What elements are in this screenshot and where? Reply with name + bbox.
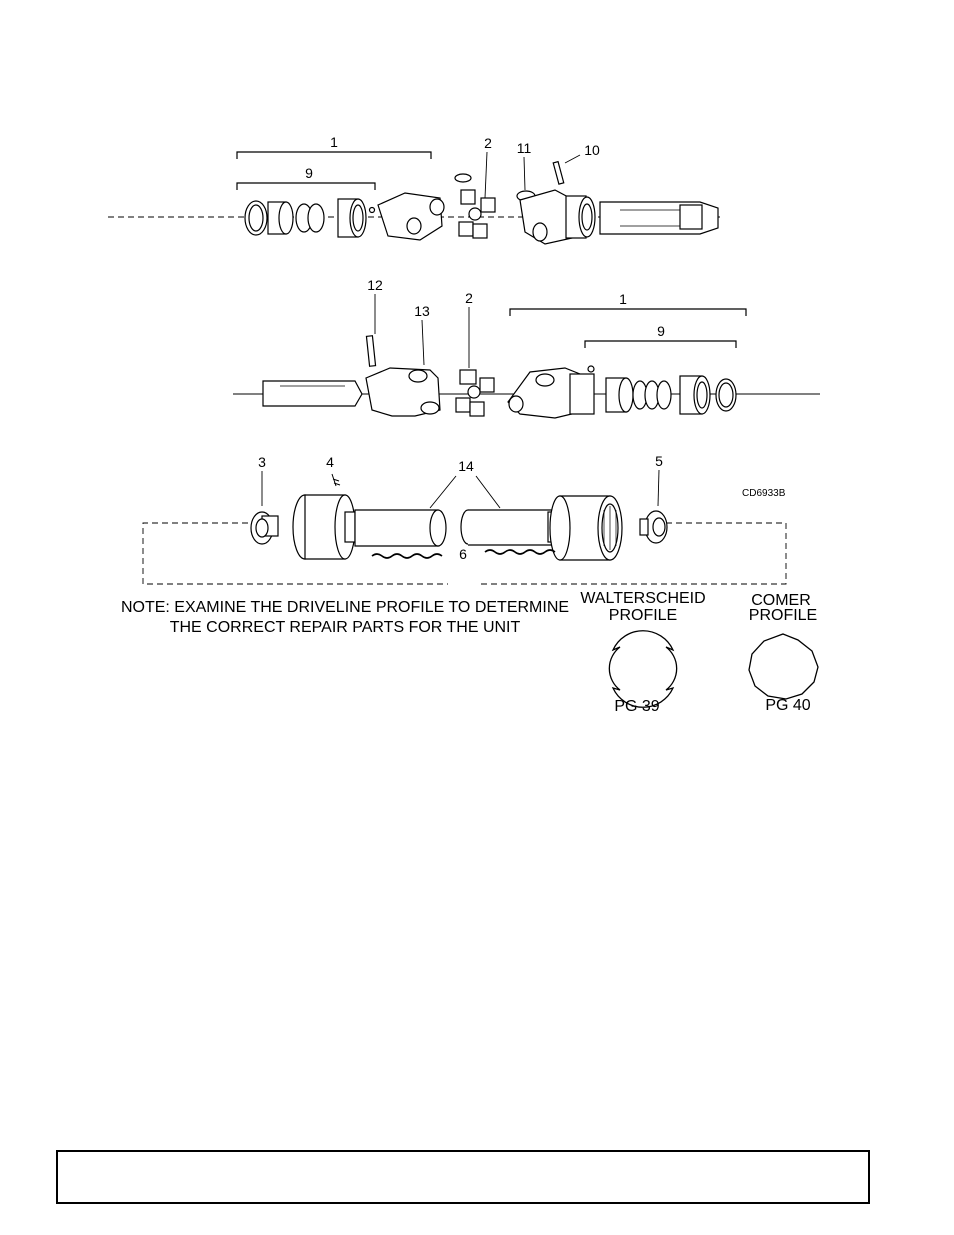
middle-bracket-9 xyxy=(584,340,737,348)
comer-title-line-1: COMER xyxy=(751,592,811,609)
bottom-callout-6: 6 xyxy=(459,546,467,562)
top-seal-rings xyxy=(244,198,376,238)
note-line-1: NOTE: EXAMINE THE DRIVELINE PROFILE TO D… xyxy=(120,599,570,616)
middle-callout-13: 13 xyxy=(414,303,430,319)
bottom-callout-5: 5 xyxy=(655,453,663,469)
top-shaft xyxy=(599,201,719,235)
bottom-collar-5 xyxy=(639,510,668,544)
comer-profile: COMER PROFILE PG 40 xyxy=(748,592,819,714)
top-bracket-9 xyxy=(236,182,376,190)
top-yoke-left xyxy=(377,192,445,241)
middle-bracket-1 xyxy=(509,308,747,316)
footer-box xyxy=(56,1150,870,1204)
bottom-guard-left xyxy=(292,494,356,560)
middle-pin-12 xyxy=(365,335,377,367)
middle-callout-9: 9 xyxy=(657,323,665,339)
walterscheid-page-ref: PG 39 xyxy=(614,698,659,715)
walterscheid-profile: WALTERSCHEID PROFILE PG 39 xyxy=(580,590,705,715)
bottom-chain-left xyxy=(371,553,443,559)
top-callout-10: 10 xyxy=(584,142,600,158)
top-callout-2: 2 xyxy=(484,135,492,151)
walterscheid-title-line-1: WALTERSCHEID xyxy=(580,590,705,607)
bottom-tube-right xyxy=(460,509,556,546)
middle-callout-2: 2 xyxy=(465,290,473,306)
middle-seal-rings xyxy=(605,375,737,415)
bottom-guide-left xyxy=(142,522,448,585)
top-cross-joint xyxy=(454,173,496,239)
top-assembly: 1 9 2 xyxy=(108,134,720,245)
comer-profile-shape xyxy=(748,633,819,700)
bottom-guide-right xyxy=(478,522,787,585)
middle-callout-1: 1 xyxy=(619,291,627,307)
middle-shaft xyxy=(262,380,363,407)
walterscheid-title-line-2: PROFILE xyxy=(609,607,677,624)
top-yoke-right xyxy=(516,160,596,245)
middle-yoke xyxy=(365,367,441,417)
bottom-screw-4 xyxy=(331,473,341,487)
top-callout-9: 9 xyxy=(305,165,313,181)
comer-title-line-2: PROFILE xyxy=(749,607,817,624)
middle-callout-12: 12 xyxy=(367,277,383,293)
bottom-callout-14: 14 xyxy=(458,458,474,474)
profile-note: NOTE: EXAMINE THE DRIVELINE PROFILE TO D… xyxy=(110,598,580,638)
top-callout-1: 1 xyxy=(330,134,338,150)
bottom-callout-3: 3 xyxy=(258,454,266,470)
bottom-tube-left xyxy=(354,509,447,547)
middle-cross-joint xyxy=(455,369,495,417)
bottom-callout-4: 4 xyxy=(326,454,334,470)
figure-code: CD6933B xyxy=(742,488,786,499)
middle-yoke-housing xyxy=(507,365,595,419)
note-line-2: THE CORRECT REPAIR PARTS FOR THE UNIT xyxy=(169,619,521,636)
top-bracket-1 xyxy=(236,151,432,159)
bottom-assembly: 3 4 14 xyxy=(142,453,787,585)
middle-assembly: 12 13 2 1 9 xyxy=(233,277,820,419)
bottom-chain-right xyxy=(484,549,556,555)
walterscheid-profile-shape xyxy=(608,630,678,708)
bottom-collar-3 xyxy=(250,511,279,545)
driveline-exploded-diagram: 1 9 2 xyxy=(108,134,820,715)
bottom-guard-right xyxy=(547,495,623,561)
comer-page-ref: PG 40 xyxy=(765,697,810,714)
top-callout-11: 11 xyxy=(517,140,532,156)
